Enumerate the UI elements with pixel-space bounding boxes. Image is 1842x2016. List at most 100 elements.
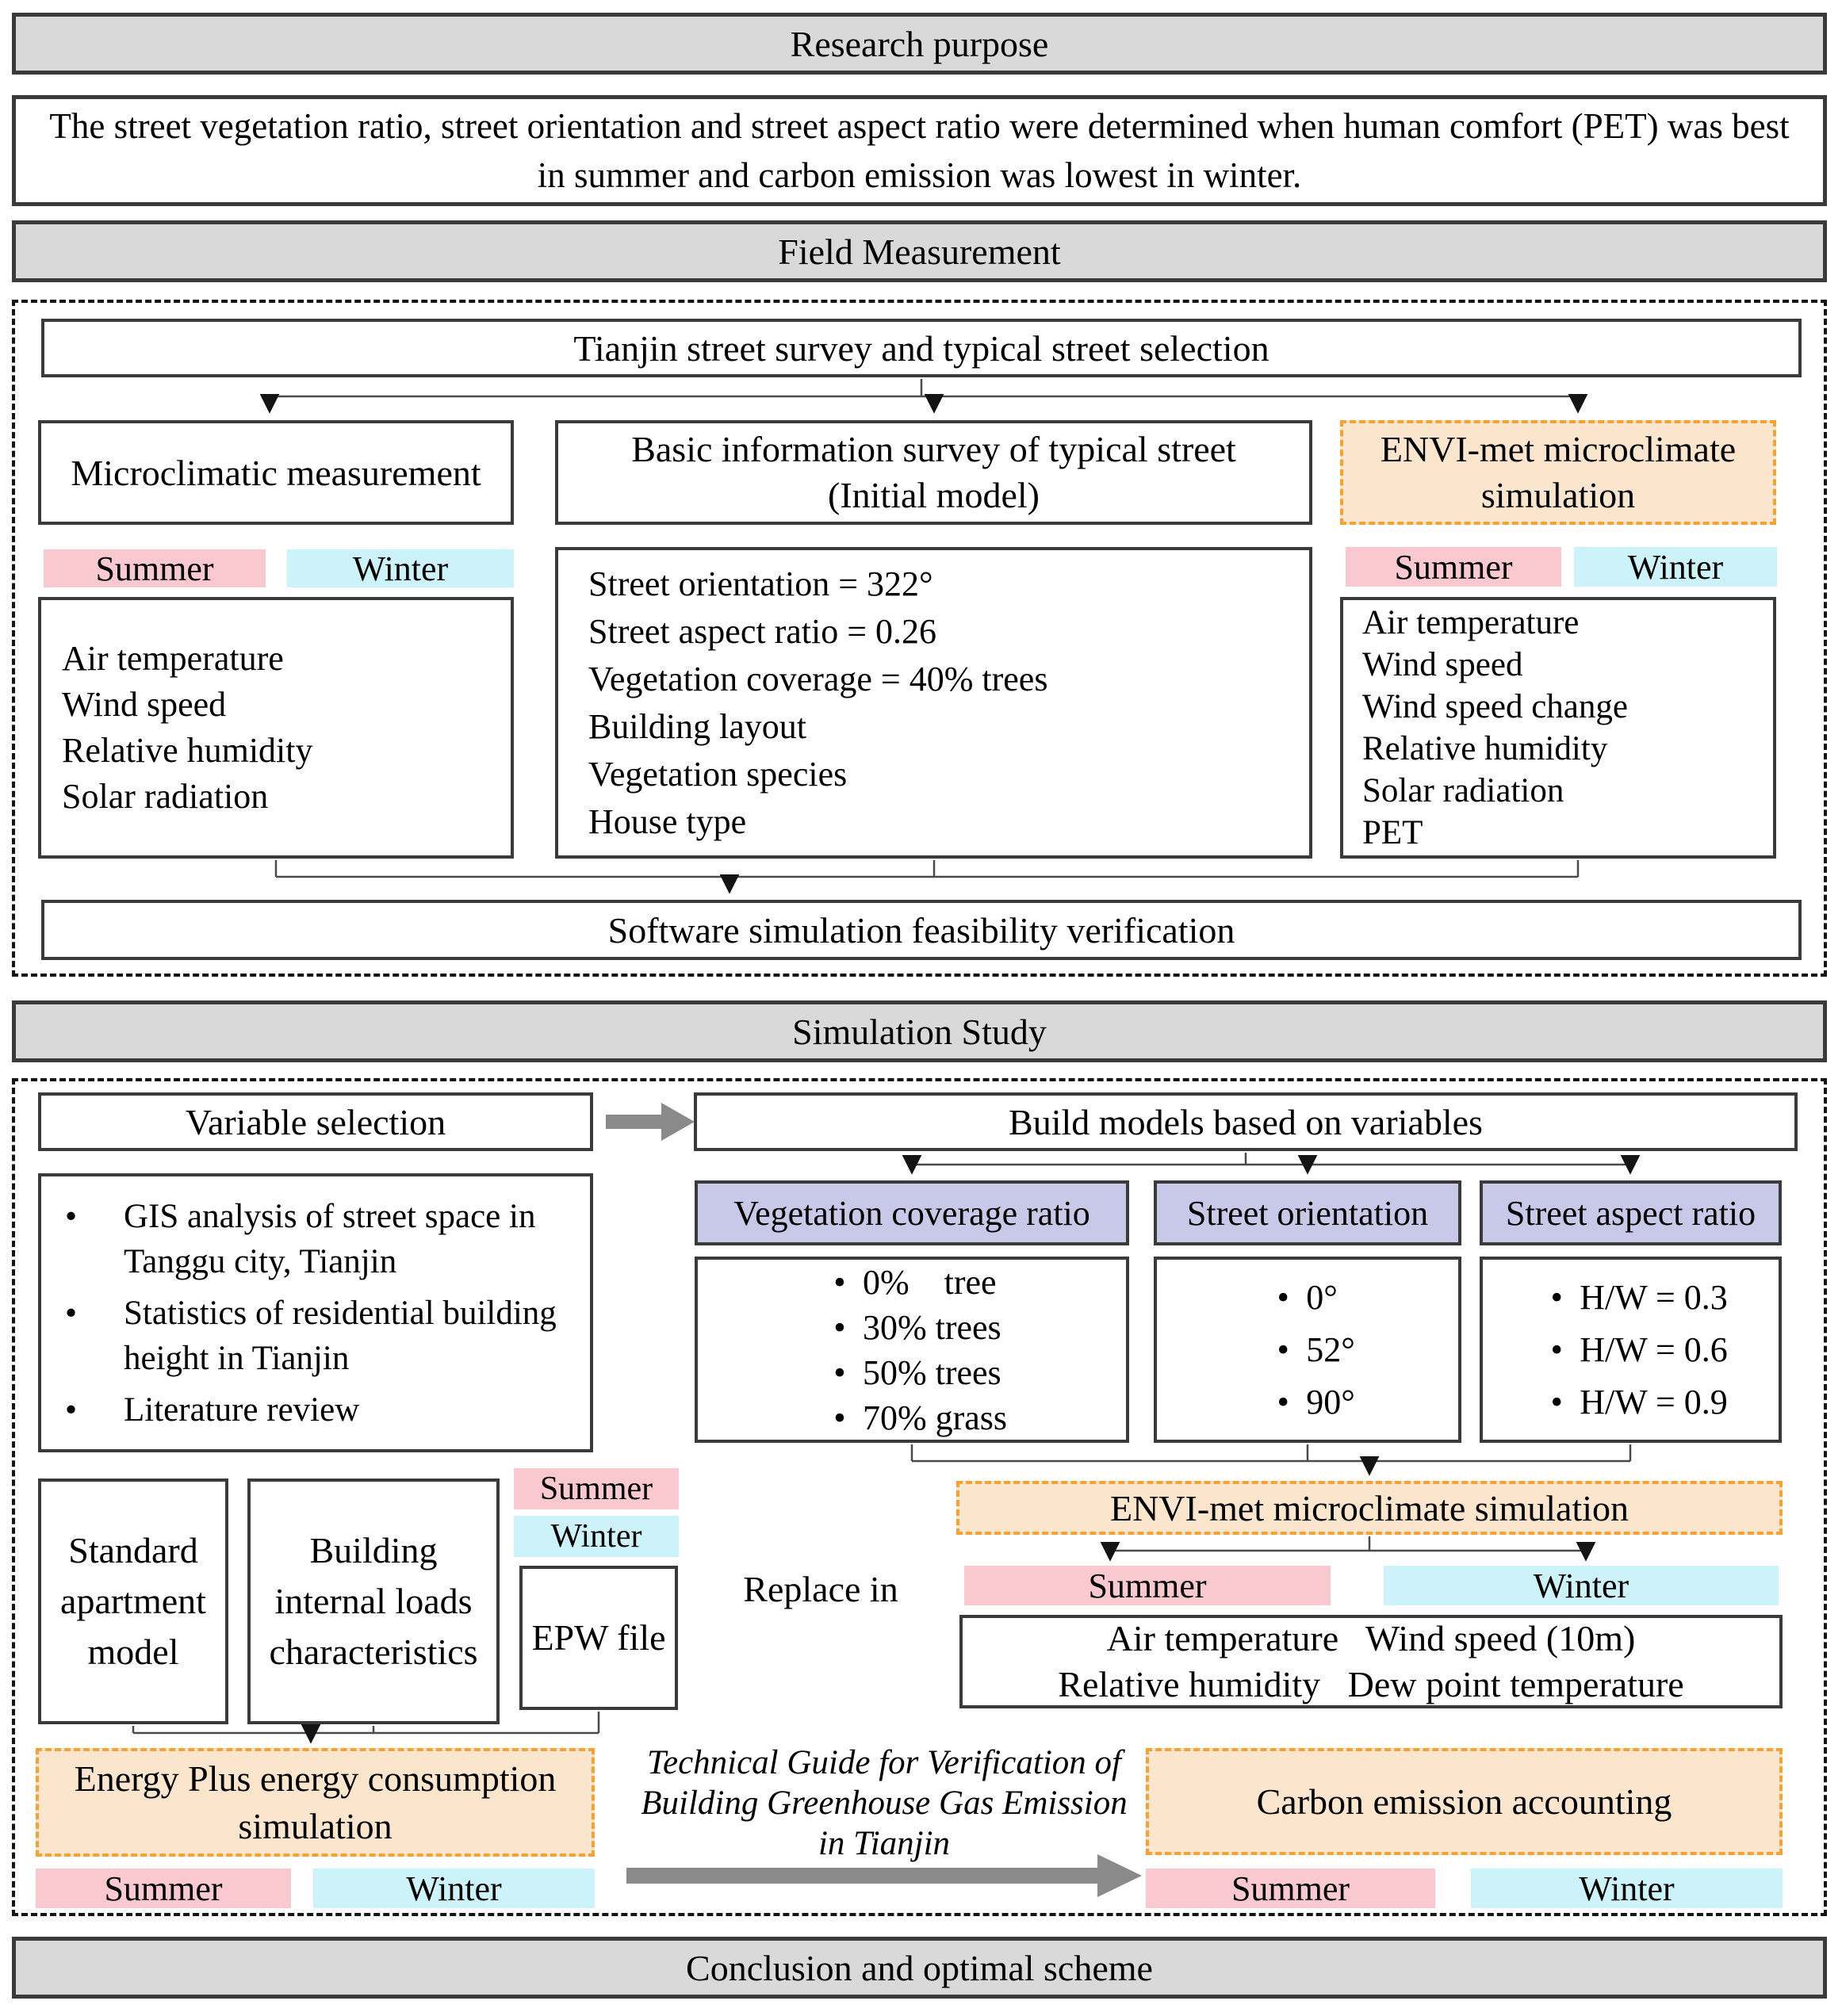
summer-tag-energyplus: Summer [36, 1869, 291, 1908]
bullet-item: 0° [1260, 1272, 1338, 1324]
section-title: Simulation Study [792, 1011, 1047, 1052]
replacement-parameters-box: Air temperature Wind speed (10m) Relativ… [959, 1615, 1783, 1708]
list-item: Street aspect ratio = 0.26 [588, 611, 937, 651]
vegetation-options-list: 0% tree 30% trees 50% trees 70% grass [817, 1260, 1007, 1440]
basic-information-detail-box: Street orientation = 322° Street aspect … [555, 547, 1312, 859]
envi-met-simulation-label: ENVI-met microclimate simulation [1109, 1487, 1629, 1528]
variable-title: Vegetation coverage ratio [733, 1193, 1090, 1233]
section-header-conclusion: Conclusion and optimal scheme [12, 1937, 1827, 1999]
bullet-item: 52° [1260, 1324, 1355, 1376]
summer-label: Summer [95, 549, 214, 588]
bullet-item: 90° [1260, 1376, 1355, 1429]
bullet-item: Literature review [65, 1387, 579, 1433]
building-loads-box: Building internal loads characteristics [247, 1479, 500, 1724]
variable-selection-label: Variable selection [185, 1101, 446, 1142]
build-models-box: Build models based on variables [694, 1092, 1798, 1151]
epw-file-box: EPW file [519, 1566, 678, 1710]
energyplus-simulation-label: Energy Plus energy consumption simulatio… [74, 1758, 557, 1846]
bullet-item: H/W = 0.3 [1534, 1272, 1728, 1324]
bullet-item: 70% grass [817, 1395, 1007, 1440]
parameters-line: Air temperature Wind speed (10m) [1106, 1618, 1636, 1658]
envi-outputs-box: Air temperature Wind speed Wind speed ch… [1340, 597, 1776, 859]
energyplus-simulation-box: Energy Plus energy consumption simulatio… [36, 1748, 595, 1857]
list-item: Wind speed [62, 685, 227, 724]
section-header-field-measurement: Field Measurement [12, 220, 1827, 282]
parameters-line: Relative humidity Dew point temperature [1058, 1664, 1684, 1704]
orientation-options-list: 0° 52° 90° [1260, 1260, 1355, 1440]
summer-label: Summer [1231, 1869, 1350, 1908]
section-title: Research purpose [790, 23, 1049, 64]
summer-label: Summer [1088, 1566, 1207, 1605]
list-item: Street orientation = 322° [588, 564, 933, 603]
summer-tag-carbon: Summer [1146, 1869, 1435, 1908]
standard-apartment-label: Standard apartment model [60, 1530, 206, 1672]
list-item: Air temperature [62, 639, 284, 678]
simulation-study-container [12, 1078, 1827, 1916]
winter-tag-microclimatic: Winter [287, 549, 514, 588]
list-item: Solar radiation [62, 777, 269, 816]
winter-label: Winter [1627, 547, 1724, 587]
summer-label: Summer [539, 1471, 653, 1507]
variable-sources-box: GIS analysis of street space in Tanggu c… [38, 1173, 593, 1452]
technical-guide-note: Technical Guide for Verification of Buil… [641, 1744, 1128, 1862]
replace-in-label: Replace in [743, 1569, 898, 1609]
feasibility-verification-box: Software simulation feasibility verifica… [41, 900, 1802, 960]
epw-file-label: EPW file [531, 1617, 666, 1658]
variable-sources-list: GIS analysis of street space in Tanggu c… [41, 1176, 590, 1449]
variable-title: Street aspect ratio [1505, 1193, 1756, 1233]
envi-met-simulation-label: ENVI-met microclimate simulation [1380, 429, 1737, 515]
summer-tag-epw: Summer [514, 1468, 679, 1509]
list-item: Relative humidity [1362, 730, 1608, 767]
summer-tag-envi-sim: Summer [964, 1566, 1331, 1605]
feasibility-verification-label: Software simulation feasibility verifica… [607, 909, 1235, 951]
field-measurement-container [12, 300, 1827, 977]
winter-label: Winter [1579, 1869, 1675, 1908]
list-item: Wind speed [1362, 646, 1523, 683]
list-item: Relative humidity [62, 731, 313, 770]
basic-information-box: Basic information survey of typical stre… [555, 420, 1312, 525]
envi-met-simulation-box-sim: ENVI-met microclimate simulation [956, 1481, 1783, 1535]
street-survey-box: Tianjin street survey and typical street… [41, 319, 1802, 377]
variable-header-vegetation-coverage: Vegetation coverage ratio [695, 1180, 1129, 1245]
list-item: Vegetation species [588, 754, 848, 794]
summer-label: Summer [1394, 547, 1513, 587]
bullet-item: H/W = 0.6 [1534, 1324, 1728, 1376]
microclimatic-measurement-label: Microclimatic measurement [71, 452, 481, 493]
aspect-ratio-options-list: H/W = 0.3 H/W = 0.6 H/W = 0.9 [1534, 1260, 1728, 1440]
microclimatic-parameters-box: Air temperature Wind speed Relative humi… [38, 597, 514, 859]
bullet-item: Statistics of residential building heigh… [65, 1291, 579, 1381]
winter-label: Winter [406, 1869, 502, 1908]
list-item: PET [1362, 814, 1423, 851]
bullet-item: 50% trees [817, 1350, 1001, 1395]
basic-information-list: Street orientation = 322° Street aspect … [558, 550, 1309, 855]
summer-tag-microclimatic: Summer [44, 549, 266, 588]
winter-tag-epw: Winter [514, 1516, 679, 1557]
winter-tag-envi-sim: Winter [1384, 1566, 1779, 1605]
standard-apartment-box: Standard apartment model [38, 1479, 228, 1724]
list-item: Solar radiation [1362, 772, 1564, 809]
list-item: Vegetation coverage = 40% trees [588, 659, 1048, 698]
research-purpose-text-box: The street vegetation ratio, street orie… [12, 95, 1827, 206]
vegetation-options-box: 0% tree 30% trees 50% trees 70% grass [695, 1257, 1129, 1443]
carbon-accounting-box: Carbon emission accounting [1146, 1748, 1783, 1855]
street-survey-label: Tianjin street survey and typical street… [573, 327, 1269, 369]
summer-label: Summer [104, 1869, 223, 1908]
winter-tag-envi-field: Winter [1574, 547, 1777, 587]
winter-tag-carbon: Winter [1471, 1869, 1783, 1908]
bullet-item: 30% trees [817, 1305, 1001, 1350]
bullet-item: H/W = 0.9 [1534, 1376, 1728, 1429]
section-header-simulation-study: Simulation Study [12, 1000, 1827, 1062]
winter-tag-energyplus: Winter [313, 1869, 595, 1908]
list-item: Building layout [588, 706, 806, 746]
variable-header-street-orientation: Street orientation [1154, 1180, 1461, 1245]
summer-tag-envi-field: Summer [1346, 547, 1561, 587]
basic-information-title: Basic information survey of typical stre… [631, 429, 1236, 469]
envi-met-simulation-box-field: ENVI-met microclimate simulation [1340, 420, 1776, 525]
carbon-accounting-label: Carbon emission accounting [1256, 1781, 1672, 1822]
microclimatic-parameters-list: Air temperature Wind speed Relative humi… [41, 600, 511, 855]
building-loads-label: Building internal loads characteristics [269, 1530, 478, 1672]
bullet-item: GIS analysis of street space in Tanggu c… [65, 1194, 579, 1284]
variable-title: Street orientation [1186, 1193, 1429, 1233]
list-item: Wind speed change [1362, 688, 1628, 725]
